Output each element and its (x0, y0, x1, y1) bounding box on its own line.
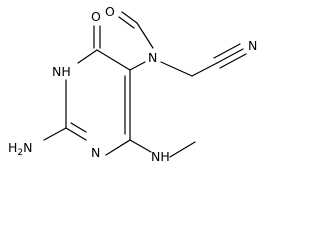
bond-n-ch2 (160, 61, 193, 77)
structure-drawing: O NH N N O N H2N NH (8, 4, 257, 164)
methylamino-nh-label: NH (151, 149, 170, 164)
bond-cho-o-1 (121, 11, 138, 24)
amino-n-label: N (23, 140, 32, 155)
molecule-diagram: O NH N N O N H2N NH (8, 4, 257, 164)
bond-ch2-cn (191, 62, 218, 77)
bond-cn-triple-2 (213, 43, 241, 59)
bond-c2-n1-double (70, 122, 87, 133)
bond-c5-n (129, 61, 146, 71)
aldehyde-oxygen-label: O (105, 4, 115, 19)
bond-c4-c5 (96, 49, 131, 71)
nitrile-n-label: N (248, 38, 257, 53)
amino-h-label: H (8, 140, 17, 155)
bond-n1-c6 (105, 139, 131, 156)
bond-c2-nh2 (43, 127, 67, 141)
carbonyl-oxygen-label: O (91, 9, 101, 24)
amino-group-label: H2N (8, 140, 33, 158)
bond-cho-o-2 (118, 16, 135, 29)
bond-cn-triple-1 (216, 48, 244, 64)
formyl-n-label: N (148, 50, 157, 65)
amino-h-count-label: 2 (17, 148, 23, 158)
bond-c2-n1-single (65, 127, 87, 141)
ring-n-label: N (91, 145, 100, 160)
bond-cn-triple-3 (219, 53, 247, 69)
bond-c6-nh (129, 139, 152, 153)
bond-n-cho (136, 22, 154, 49)
bond-nh-ch3 (169, 141, 196, 158)
ring-nh-label: NH (52, 64, 71, 79)
bond-c4-n3 (77, 49, 98, 64)
